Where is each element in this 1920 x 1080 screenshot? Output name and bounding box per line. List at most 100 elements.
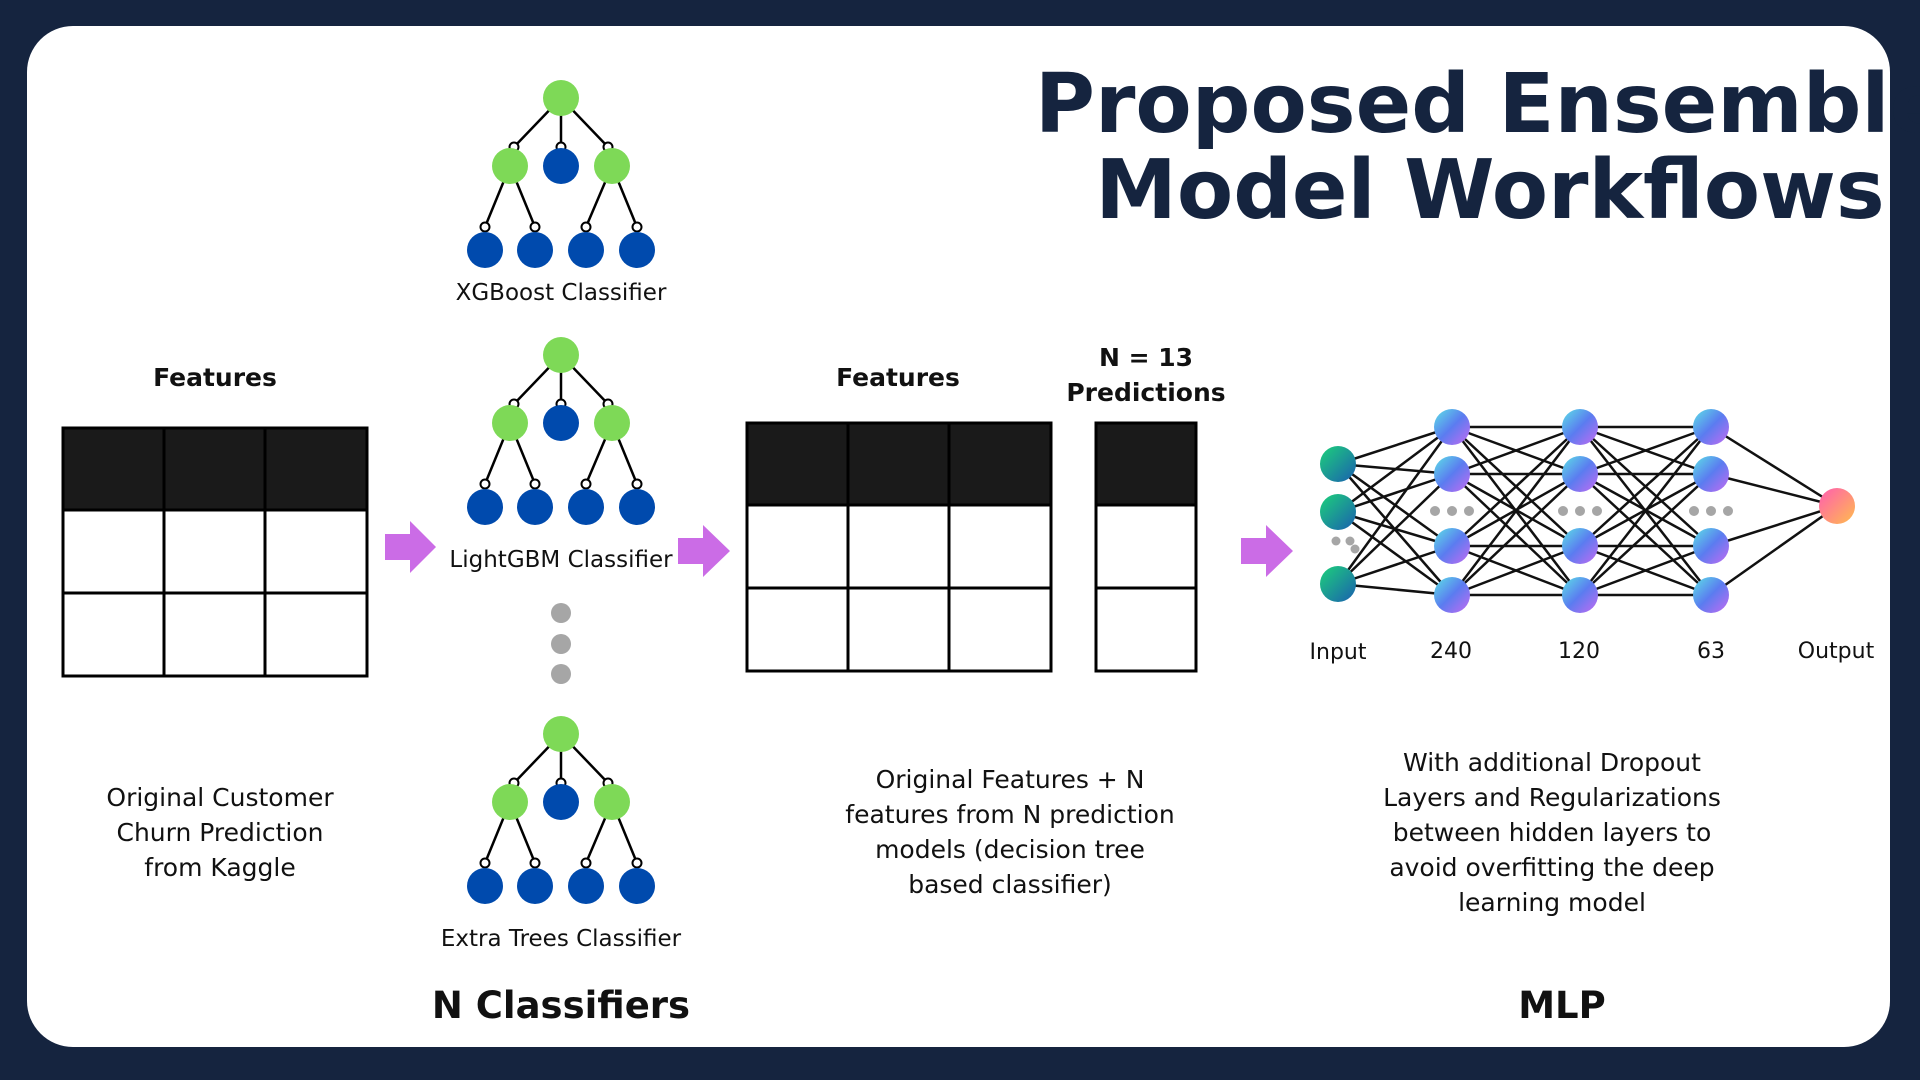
tree-branch-node xyxy=(492,784,528,820)
input-node xyxy=(1320,566,1356,602)
mlp-edge xyxy=(1710,472,1838,508)
tree-joint xyxy=(479,478,491,490)
mlp-edge xyxy=(1337,544,1453,586)
combined-description-line-1: Original Features + N xyxy=(876,765,1145,794)
tree-branch-node xyxy=(492,148,528,184)
mlp-edge xyxy=(1337,472,1453,514)
tree-joint xyxy=(479,857,491,869)
mlp-label-input: Input xyxy=(1310,640,1367,665)
combined-description-line-4: based classifier) xyxy=(908,870,1112,899)
section-label-classifiers: N Classifiers xyxy=(432,984,690,1027)
tree-leaf-node xyxy=(619,868,655,904)
tree-leaf-node xyxy=(467,868,503,904)
combined-description-line-2: features from N prediction xyxy=(845,800,1174,829)
mlp-edge xyxy=(1710,504,1838,548)
tree-leaf-node xyxy=(568,868,604,904)
mlp-edge xyxy=(1579,544,1712,597)
mlp-label-hidden-2: 120 xyxy=(1558,639,1600,664)
tree-root-node xyxy=(543,716,579,752)
mlp-edge xyxy=(1336,426,1454,585)
tree-leaf-node xyxy=(517,232,553,268)
mlp-description-line-1: With additional Dropout xyxy=(1403,748,1701,777)
hidden-node xyxy=(1562,456,1598,492)
mlp-description-line-3: between hidden layers to xyxy=(1393,818,1712,847)
mlp-description-line-2: Layers and Regularizations xyxy=(1383,783,1721,812)
tree-joint xyxy=(580,221,592,233)
hidden-node xyxy=(1562,409,1598,445)
mlp-label-output: Output xyxy=(1798,639,1875,664)
tree-leaf-node xyxy=(517,489,553,525)
predictions-table xyxy=(1094,421,1198,673)
tree-leaf-node xyxy=(543,784,579,820)
combined-features-header: Features xyxy=(836,363,960,392)
layer-ellipsis-dot xyxy=(1447,506,1457,516)
mlp-edge xyxy=(1579,473,1712,596)
tree-root-node xyxy=(543,337,579,373)
tree-leaf-node xyxy=(543,148,579,184)
mlp-edge xyxy=(1579,426,1712,547)
tree-leaf-node xyxy=(619,489,655,525)
tree-branch-node xyxy=(594,148,630,184)
mlp-edge xyxy=(1451,426,1581,596)
mlp-edge xyxy=(1337,473,1453,585)
tree-branch-node xyxy=(594,784,630,820)
mlp-edge xyxy=(1451,426,1581,547)
mlp-edge xyxy=(1579,425,1712,476)
title-line-2: Model Workflows xyxy=(1095,143,1884,238)
mlp-edge xyxy=(1337,425,1453,514)
mlp-network xyxy=(1320,409,1855,613)
mlp-description-line-4: avoid overfitting the deep xyxy=(1389,853,1714,882)
mlp-edge xyxy=(1337,510,1453,597)
layer-ellipsis-dot xyxy=(1464,506,1474,516)
tree-leaf-node xyxy=(543,405,579,441)
layer-ellipsis-dot xyxy=(1592,506,1602,516)
mlp-connections xyxy=(1336,425,1838,597)
hidden-node xyxy=(1434,577,1470,613)
input-node xyxy=(1320,446,1356,482)
hidden-node xyxy=(1434,456,1470,492)
hidden-node xyxy=(1434,528,1470,564)
tree-joint xyxy=(631,221,643,233)
classifier-label-lightgbm: LightGBM Classifier xyxy=(449,547,673,573)
hidden-node xyxy=(1693,577,1729,613)
layer-ellipsis-dot xyxy=(1350,544,1360,554)
arrow-right-icon xyxy=(385,521,436,573)
layer-ellipsis-dot xyxy=(1575,506,1585,516)
tree-branch-node xyxy=(594,405,630,441)
tree-root-node xyxy=(543,80,579,116)
input-node xyxy=(1320,494,1356,530)
mlp-edge xyxy=(1337,582,1453,597)
mlp-edge xyxy=(1579,426,1712,596)
arrow-right-icon xyxy=(1241,525,1293,577)
input-description-line-1: Original Customer xyxy=(106,783,334,812)
hidden-node xyxy=(1693,409,1729,445)
hidden-node xyxy=(1434,409,1470,445)
mlp-edge xyxy=(1710,425,1838,508)
tree-leaf-node xyxy=(619,232,655,268)
tree-joint xyxy=(580,478,592,490)
tree-joint xyxy=(529,857,541,869)
predictions-header-line-2: Predictions xyxy=(1066,378,1225,407)
mlp-label-hidden-1: 240 xyxy=(1430,639,1472,664)
input-table-header: Features xyxy=(153,363,277,392)
hidden-node xyxy=(1693,528,1729,564)
predictions-header-line-1: N = 13 xyxy=(1099,343,1193,372)
lightgbm-tree-icon xyxy=(467,337,655,525)
tree-joint xyxy=(580,857,592,869)
input-table xyxy=(61,426,369,678)
tree-joint xyxy=(631,478,643,490)
tree-joint xyxy=(529,221,541,233)
input-description-line-3: from Kaggle xyxy=(144,853,295,882)
layer-ellipsis-dot xyxy=(1345,536,1355,546)
more-classifiers-ellipsis-icon xyxy=(551,603,571,684)
mlp-edge xyxy=(1337,425,1453,466)
tree-branch-node xyxy=(492,405,528,441)
tree-leaf-node xyxy=(467,232,503,268)
mlp-edge xyxy=(1451,544,1581,597)
xgboost-tree-icon xyxy=(467,80,655,268)
combined-features-table xyxy=(745,421,1053,673)
layer-ellipsis-dot xyxy=(1558,506,1568,516)
tree-joint xyxy=(529,478,541,490)
section-label-mlp: MLP xyxy=(1518,984,1606,1027)
